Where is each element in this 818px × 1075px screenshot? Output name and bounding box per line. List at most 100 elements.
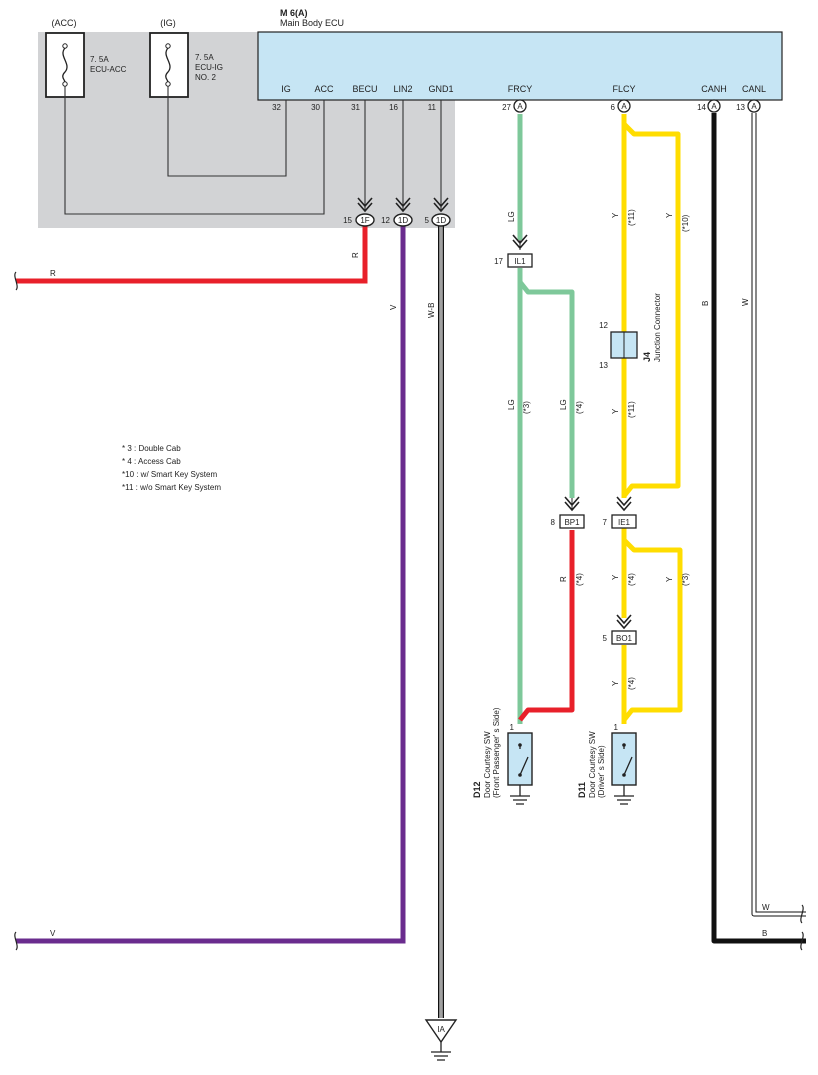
pin-name-frcy: FRCY	[508, 84, 533, 94]
pin-name-canh: CANH	[701, 84, 727, 94]
junction-1d-a-pin: 12	[381, 216, 390, 225]
note-4: * 4 : Access Cab	[122, 457, 181, 466]
wire-note-4b: (*4)	[575, 573, 584, 586]
wire-note-11a: (*11)	[627, 209, 636, 226]
ecu-connector-canh: A	[707, 99, 721, 113]
junction-1d-b-label: 1D	[436, 216, 446, 225]
fuse-ecu-ig: (IG) 7. 5A ECU-IG NO. 2	[149, 18, 223, 98]
notes-legend: * 3 : Double Cab * 4 : Access Cab *10 : …	[122, 444, 221, 492]
pin-num-6: 6	[611, 103, 616, 112]
ecu-connector-frcy: A	[513, 99, 527, 113]
junction-1f-pin: 15	[343, 216, 352, 225]
wire-label-y6: Y	[611, 680, 620, 686]
ecu-box	[257, 31, 783, 101]
wire-note-3b: (*3)	[681, 573, 690, 586]
junction-1d-a-label: 1D	[398, 216, 408, 225]
shaded-area	[38, 32, 455, 228]
pin-num-14: 14	[697, 103, 706, 112]
junction-ie1-label: IE1	[618, 518, 631, 527]
ecu-code: M 6(A)	[280, 8, 308, 18]
junction-il1-label: IL1	[514, 257, 526, 266]
d11-side: (Driver' s Side)	[597, 745, 606, 798]
ground-icon	[510, 785, 530, 805]
pin-name-ig: IG	[281, 84, 291, 94]
main-body-ecu: M 6(A) Main Body ECU IG ACC BECU LIN2 GN…	[257, 8, 783, 112]
fuse-ig-name2: NO. 2	[195, 73, 216, 82]
junction-ie1: IE1 7	[603, 496, 637, 529]
wire-label-w: W	[741, 298, 750, 306]
pin-num-27: 27	[502, 103, 511, 112]
junction-connector-j4: 12 13 J4 Junction Connector	[599, 293, 662, 370]
wire-label-lg2: LG	[507, 399, 516, 410]
pin-name-lin2: LIN2	[393, 84, 412, 94]
j4-code: J4	[642, 352, 652, 362]
d12-pin: 1	[510, 723, 515, 732]
fuse-acc-rating: 7. 5A	[90, 55, 109, 64]
junction-1f-label: 1F	[360, 216, 369, 225]
internal-wires	[64, 86, 366, 215]
note-11: *11 : w/o Smart Key System	[122, 483, 221, 492]
junction-bp1: BP1 8	[551, 496, 585, 529]
door-courtesy-switch-d11: 1 D11 Door Courtesy SW (Driver' s Side)	[577, 723, 637, 805]
fuse-acc-name: ECU-ACC	[90, 65, 127, 74]
wire-break-icon	[14, 271, 18, 291]
svg-text:A: A	[711, 102, 717, 111]
d11-pin: 1	[614, 723, 619, 732]
junction-bo1: BO1 5	[603, 614, 637, 645]
pin-name-flcy: FLCY	[612, 84, 635, 94]
pin-num-32: 32	[272, 103, 281, 112]
junction-1f: 1F 15	[343, 197, 375, 227]
svg-text:A: A	[517, 102, 523, 111]
junction-bo1-label: BO1	[616, 634, 633, 643]
wire-note-10: (*10)	[681, 214, 690, 232]
ground-icon	[614, 785, 634, 805]
wire-note-3a: (*3)	[522, 401, 531, 414]
fuse-icon	[62, 47, 68, 83]
switch-icon	[519, 745, 529, 776]
wire-label-wb: W-B	[427, 303, 436, 318]
wire-label-v: V	[50, 929, 56, 938]
note-3: * 3 : Double Cab	[122, 444, 181, 453]
wire-light-green	[517, 114, 575, 724]
wire-label-b2: B	[762, 929, 767, 938]
d11-name: Door Courtesy SW	[588, 731, 597, 798]
wire-label-lg3: LG	[559, 399, 568, 410]
wire-label-v2: V	[389, 304, 398, 310]
pin-name-becu: BECU	[352, 84, 377, 94]
wire-label-r: R	[50, 269, 56, 278]
wire-note-4a: (*4)	[575, 401, 584, 414]
ground-icon	[431, 1042, 451, 1061]
note-10: *10 : w/ Smart Key System	[122, 470, 217, 479]
wire-note-4c: (*4)	[627, 573, 636, 586]
fuse-icon	[165, 47, 171, 83]
j4-pin-top: 12	[599, 321, 608, 330]
pin-num-31: 31	[351, 103, 360, 112]
wire-break-icon	[14, 931, 18, 951]
wire-label-lg1: LG	[507, 211, 516, 222]
d12-code: D12	[472, 781, 482, 798]
d11-code: D11	[577, 782, 587, 798]
wire-label-y4: Y	[611, 574, 620, 580]
d12-side: (Front Passenger' s Side)	[492, 707, 501, 798]
junction-il1-pin: 17	[494, 257, 503, 266]
ecu-name: Main Body ECU	[280, 18, 344, 28]
wire-white-canl	[751, 113, 806, 917]
wire-label-y5: Y	[665, 576, 674, 582]
pin-name-canl: CANL	[742, 84, 766, 94]
ecu-connector-canl: A	[747, 99, 761, 113]
j4-pin-bottom: 13	[599, 361, 608, 370]
wire-label-y1: Y	[611, 212, 620, 218]
fuse-ig-rating: 7. 5A	[195, 53, 214, 62]
wire-yellow	[621, 114, 683, 724]
j4-name: Junction Connector	[653, 293, 662, 362]
junction-bo1-pin: 5	[603, 634, 608, 643]
ecu-connector-flcy: A	[617, 99, 631, 113]
pin-name-acc: ACC	[314, 84, 334, 94]
wire-label-r2: R	[351, 252, 360, 258]
junction-bp1-label: BP1	[564, 518, 580, 527]
junction-1d-lin2: 1D 12	[381, 197, 413, 227]
wire-label-r3: R	[559, 576, 568, 582]
ground-ia-label: IA	[437, 1025, 445, 1034]
pin-num-16: 16	[389, 103, 398, 112]
